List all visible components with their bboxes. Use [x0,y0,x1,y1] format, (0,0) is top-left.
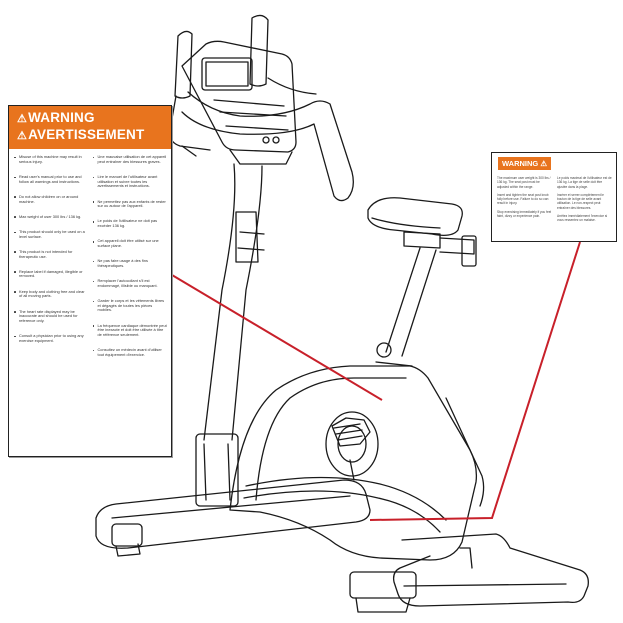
warning-item: Consult a physician prior to using any e… [14,333,89,343]
leader-lines [171,241,581,521]
seat-warning-text: Stop exercising immediately if you feel … [497,209,552,219]
warning-item: Misuse of this machine may result in ser… [14,154,89,164]
warning-item: Consultez un médecin avant d'utiliser to… [92,347,168,357]
warning-item: Replace label if damaged, illegible or r… [14,269,89,279]
warning-item: Do not allow children on or around machi… [14,194,89,204]
warning-title: WARNING [28,110,95,125]
warning-label-seat: WARNING ⚠ The maximum user weight is 300… [491,152,617,242]
seat-warning-text: The maximum user weight is 300 lbs / 136… [497,176,551,189]
warning-item: Max weight of user 300 lbs / 136 kg. [14,214,89,220]
avertissement-title: AVERTISSEMENT [28,127,145,142]
front-base [95,479,371,557]
warning-triangle-icon: ⚠ [17,113,28,125]
french-warnings: Une mauvaise utilisation de cet appareil… [92,154,168,368]
leader-line-seat [369,241,581,521]
seat-warning-title: WARNING ⚠ [498,157,552,170]
seat-warning-french: Le poids maximal de l'utilisateur est de… [557,176,612,227]
warning-item: Lire le manuel de l'utilisateur avant ut… [92,174,168,189]
warning-item: Remplacer l'autocollant s'il est endomma… [92,278,168,288]
english-warnings: Misuse of this machine may result in ser… [14,154,89,368]
seat-warning-english: The maximum user weight is 300 lbs / 136… [497,176,552,227]
warning-item: Garder le corps et les vêtements libres … [92,298,168,313]
warning-item: The heart rate displayed may be inaccura… [14,309,89,324]
upright-post [195,163,265,507]
warning-item: This product is not intended for therape… [14,249,89,259]
warning-label-header: ⚠WARNING ⚠AVERTISSEMENT [9,106,171,149]
seat-warning-text: Arrêtez immédiatement l'exercice si vous… [557,214,608,223]
warning-label-main: ⚠WARNING ⚠AVERTISSEMENT Misuse of this m… [8,105,172,457]
seat-warning-text: Insérer et serrer complètement le bouton… [557,192,604,210]
warning-item: Ne pas faire usage à des fins thérapeuti… [92,258,168,268]
warning-item: Le poids de l'utilisateur ne doit pas ex… [92,218,168,228]
leader-line-main [171,274,383,401]
warning-item: Une mauvaise utilisation de cet appareil… [92,154,168,164]
rear-base [349,533,589,613]
warning-item: Ne permettez pas aux enfants de rester s… [92,199,168,209]
warning-item: Keep body and clothing free and clear of… [14,289,89,299]
warning-item: Cet appareil doit être utilisé sur une s… [92,238,168,248]
console [181,40,297,165]
warning-triangle-icon: ⚠ [17,130,28,142]
warning-item: This product should only be used on a le… [14,229,89,239]
main-body [229,365,485,561]
warning-item: Read user's manual prior to use and foll… [14,174,89,184]
seat-warning-text: Insert and tighten the seat post knob fu… [497,192,549,206]
seat-and-post [367,197,477,367]
warning-item: La fréquence cardiaque démontrée peut êt… [92,323,168,338]
seat-warning-text: Le poids maximal de l'utilisateur est de… [557,176,612,189]
